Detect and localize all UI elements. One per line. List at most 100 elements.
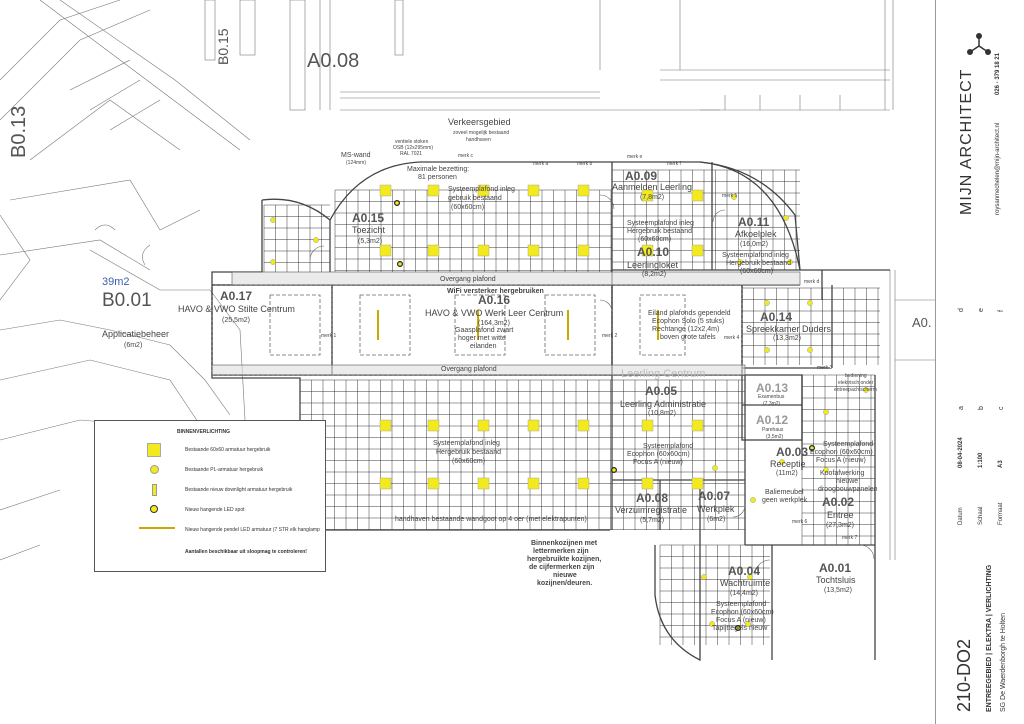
led-spot-icon (394, 200, 401, 207)
merk-d-tag: merk d (804, 279, 820, 285)
square-fixture-icon (477, 477, 490, 490)
room-area-a014: (13,3m2) (773, 335, 802, 342)
merk-e-tag: merk e (627, 154, 643, 160)
formaat-value: A3 (998, 460, 1004, 468)
note-balie2: geen werkplek (762, 497, 808, 504)
note-bediening3: entreepachtscherm (834, 387, 877, 393)
square-fixture-icon (427, 477, 440, 490)
room-code-a010: A0.10 (637, 245, 670, 259)
project-name: SG De Waerdenborgh te Holten (1000, 613, 1007, 712)
note-sp-rec2: Ecophon (60x60cm) (810, 449, 873, 456)
square-fixture-icon (641, 244, 654, 257)
merk-6-tag: merk 6 (792, 519, 808, 525)
round-fixture-icon (731, 194, 737, 200)
datum-label: Datum (958, 507, 964, 525)
room-code-b001: B0.01 (102, 290, 152, 311)
square-fixture-icon (427, 184, 440, 197)
room-name-a013: Examenbus (758, 394, 785, 400)
room-code-a004: A0.04 (728, 564, 761, 578)
room-area-a016: (164,3m2) (478, 320, 510, 327)
legend-label: Nieuw hangende LED spot (185, 507, 245, 513)
note-mswand-sub: (124mm) (346, 160, 367, 166)
title-block: MIJN ARCHITECT 026 - 379 18 21 roysanmec… (935, 0, 1024, 724)
led-spot-icon (734, 624, 741, 631)
round-fixture-icon (701, 574, 707, 580)
firm-phone: 026 - 379 18 21 (995, 52, 1001, 95)
room-area-a008b: (5,7m2) (640, 517, 665, 524)
rev-d: d (958, 308, 965, 312)
round-fixture-icon (787, 259, 793, 265)
legend-label: Bestaande PL-armatuur hergebruik (185, 467, 264, 473)
pendant-fixture-icon (139, 527, 175, 529)
note-bediening1: bediening (845, 373, 867, 379)
note-sp-a11-3: (60x60cm) (740, 268, 774, 275)
room-name-a012: Parehaus (762, 427, 784, 433)
room-name-a017: HAVO & VWO Stilte Centrum (178, 304, 295, 314)
grid-wachtruimte (659, 544, 770, 645)
note-mswand: MS-wand (341, 152, 371, 159)
room-name-a008b: Verzuimregistratie (615, 505, 688, 515)
square-fixture-icon (577, 184, 590, 197)
square-fixture-icon (147, 443, 161, 457)
note-llc: Leerling Centrum (621, 368, 706, 380)
round-fixture-icon (745, 621, 751, 627)
note-sp-wacht4: Tapijttegels nieuw (712, 625, 768, 632)
light-fixtures (270, 184, 869, 631)
room-code-a012: A0.12 (756, 413, 789, 427)
note-sp-eco3: Focus A (nieuw) (633, 459, 683, 466)
square-fixture-icon (527, 477, 540, 490)
doors (309, 194, 875, 576)
note-sp-a09-2: Hergebruik bestaand (627, 228, 692, 235)
drawing-subject: ENTREEGEBIED | ELEKTRA | VERLICHTING (986, 564, 993, 712)
room-name-a005: Leerling Administratie (620, 399, 707, 409)
rev-b: b (978, 406, 985, 410)
note-sp-wacht3: Focus A (nieuw) (716, 617, 766, 624)
note-max2: 81 personen (418, 174, 457, 181)
note-wandgoot: handhaven bestaande wandgoot op 4 oer (m… (395, 516, 587, 523)
note-koof1: Koofafwerking (820, 470, 865, 477)
pendant-led-fixtures (377, 310, 659, 340)
round-fixture-icon (270, 217, 276, 223)
room-code-a017: A0.17 (220, 289, 253, 303)
note-eiland1: Eiland plafonds gependeld (648, 310, 731, 317)
square-fixture-icon (577, 419, 590, 432)
room-area-b001: (6m2) (124, 342, 143, 349)
room-extra-b001: 39m2 (102, 276, 130, 288)
legend-note: Aantallen beschikbaar uit sloopmag te co… (185, 549, 307, 555)
note-binnen4: de cijfermerken zijn (529, 564, 595, 571)
room-code-b015: B0.15 (215, 28, 231, 65)
legend-row-pl: Bestaande PL-armatuur hergebruik (95, 463, 325, 477)
firm-name: MIJN ARCHITECT (958, 68, 975, 215)
room-area-a002: (27,3m2) (826, 522, 855, 529)
note-binnen1: Binnenkozijnen met (531, 540, 598, 547)
merk-5-tag: merk 5 (722, 193, 738, 199)
square-fixture-icon (641, 419, 654, 432)
room-name-a001: Tochtsluis (816, 575, 856, 585)
room-area-a010: (8,2m2) (642, 271, 667, 278)
square-fixture-icon (379, 419, 392, 432)
note-verkeersgebied-sub1: zoveel mogelijk bestaand (453, 130, 510, 136)
square-fixture-icon (427, 419, 440, 432)
room-code-a014: A0.14 (760, 310, 793, 324)
room-code-a013: A0.13 (756, 381, 789, 395)
note-gaas2: hoger met witte (458, 335, 506, 342)
round-fixture-icon (823, 409, 829, 415)
square-fixture-icon (527, 244, 540, 257)
note-ventiele: ventiele stoken (395, 139, 429, 145)
room-code-a009: A0.09 (625, 169, 658, 183)
round-fixture-icon (823, 467, 829, 473)
merk-b-tag: merk b (577, 161, 593, 167)
led-spot-icon (610, 467, 617, 474)
note-ral: RAL 7021 (400, 151, 423, 157)
note-binnen2: lettermerken zijn (533, 548, 589, 555)
room-name-a010: Leerlingloket (627, 260, 679, 270)
legend-row-spot: Nieuw hangende LED spot (95, 503, 325, 517)
room-name-a003: Receptie (770, 459, 806, 469)
drawing-number: 210-DO2 (954, 638, 974, 712)
note-overgang-top: Overgang plafond (440, 276, 496, 283)
note-sp-6060: (60x60cm) (451, 204, 485, 211)
note-koof3: droogbouwpanelen (818, 486, 878, 493)
legend-label: Bestaande 60x60 armatuur hergebruik (185, 447, 271, 453)
note-bediening2: elektrisch onder (838, 380, 874, 386)
